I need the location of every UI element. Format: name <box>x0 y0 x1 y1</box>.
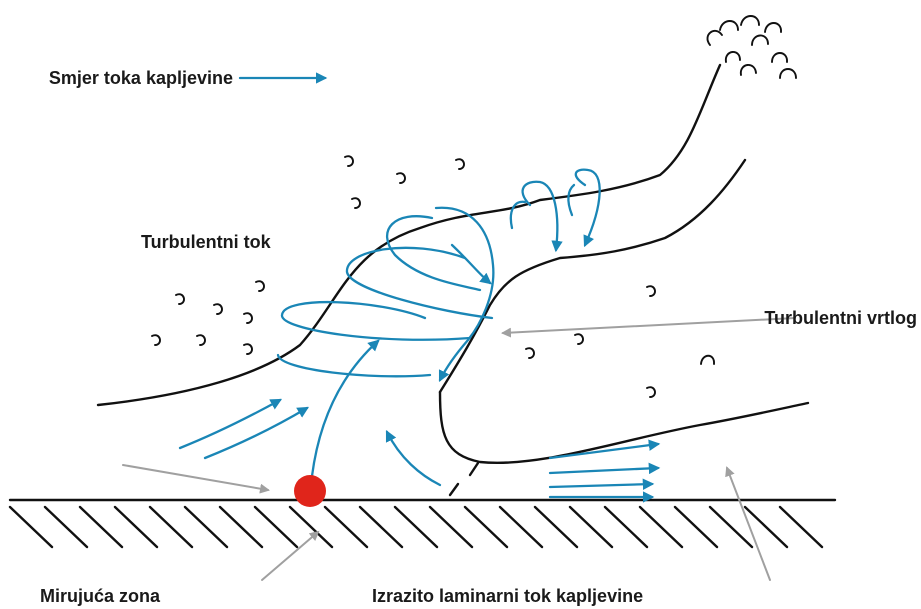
turbulent-flow-label: Turbulentni tok <box>141 232 272 252</box>
laminar-flow-label: Izrazito laminarni tok kapljevine <box>372 586 643 606</box>
flow-direction-label: Smjer toka kapljevine <box>49 68 233 88</box>
turbulent-zone-lower-boundary <box>440 160 745 392</box>
laminar-boundary-dashes <box>450 463 478 495</box>
outflow-eddies <box>707 16 796 78</box>
ground-surface <box>10 500 835 547</box>
vortex-pointer <box>503 318 795 333</box>
vortex-spiral <box>278 170 600 380</box>
stagnant-zone-pointer-1 <box>123 465 268 490</box>
stagnant-zone-label: Mirujuća zona <box>40 586 161 606</box>
flow-arrows <box>180 78 658 497</box>
red-particle <box>294 475 326 507</box>
laminar-zone-boundary <box>440 392 808 463</box>
turbulent-vortex-label: Turbulentni vrtlog <box>764 308 917 328</box>
